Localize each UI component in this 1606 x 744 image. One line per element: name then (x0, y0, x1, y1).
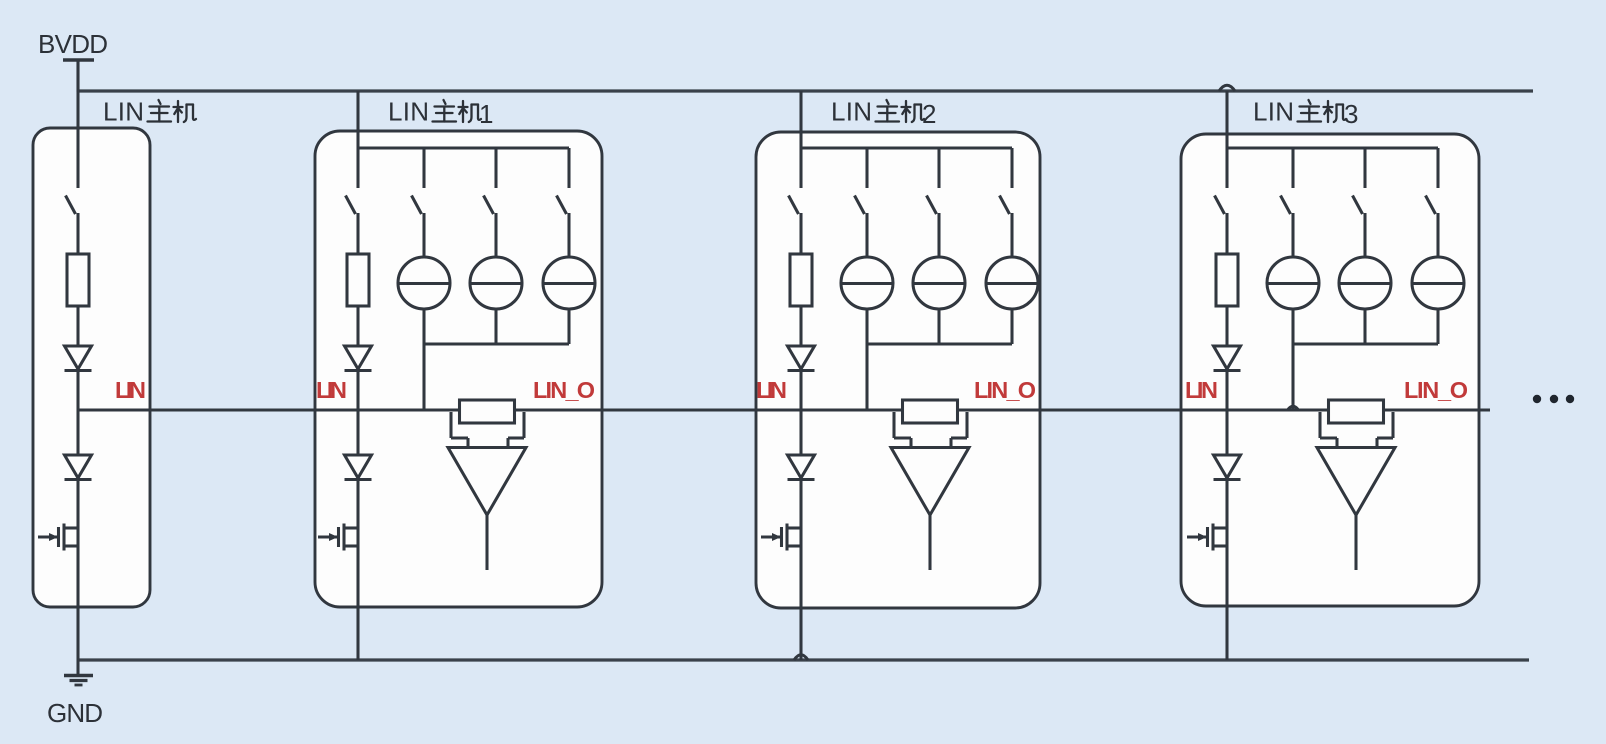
svg-text:3: 3 (1344, 99, 1358, 129)
svg-text:LIN: LIN (1185, 377, 1218, 403)
svg-text:2: 2 (922, 99, 936, 129)
svg-text:LIN: LIN (388, 97, 429, 127)
svg-text:LIN: LIN (316, 377, 347, 403)
svg-text:LIN_O: LIN_O (1404, 377, 1468, 403)
svg-text:1: 1 (479, 99, 493, 129)
svg-text:BVDD: BVDD (38, 29, 108, 59)
svg-text:LIN: LIN (756, 377, 787, 403)
svg-text:LIN: LIN (103, 97, 144, 127)
svg-text:LIN_O: LIN_O (533, 377, 595, 403)
svg-text:LIN: LIN (831, 97, 872, 127)
svg-text:LIN: LIN (1253, 97, 1294, 127)
svg-text:GND: GND (47, 698, 103, 728)
svg-text:LIN_O: LIN_O (974, 377, 1036, 403)
svg-text:LIN: LIN (115, 377, 146, 403)
